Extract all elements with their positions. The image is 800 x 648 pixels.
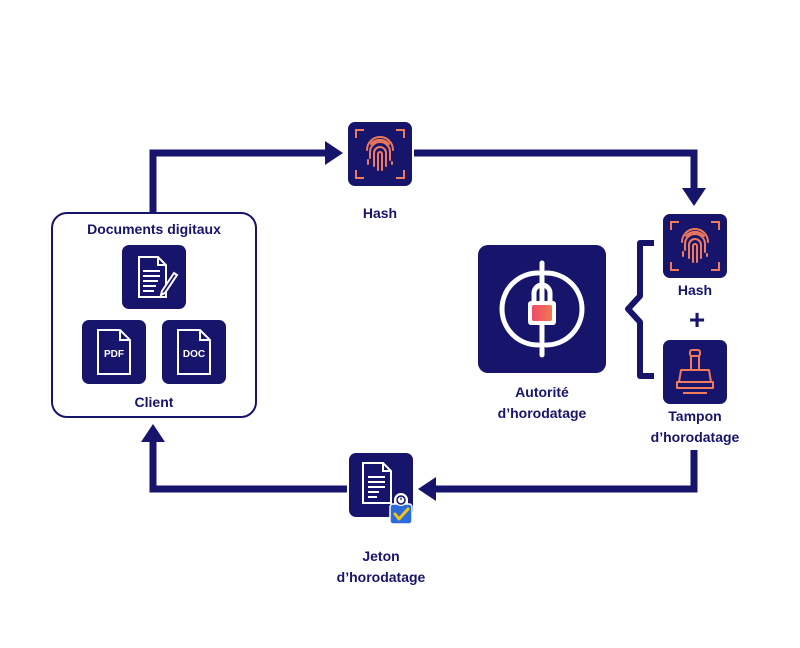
arrow-head-right [325, 141, 343, 165]
hash-top-tile [348, 122, 412, 186]
document-certified-icon [362, 462, 392, 504]
document-pen-icon [138, 256, 179, 298]
certified-badge-icon [389, 493, 413, 525]
hash-right-label: Hash [677, 282, 713, 298]
token-label-2: d’horodatage [336, 569, 426, 585]
lock-circle-icon [499, 260, 585, 358]
doc-file-icon [177, 329, 211, 375]
client-label: Client [134, 394, 174, 410]
plus-sign: + [688, 304, 706, 335]
authority-label-1: Autorité [515, 384, 569, 400]
document-tile [122, 245, 186, 309]
fingerprint-icon [670, 221, 720, 271]
token-label-1: Jeton [362, 548, 400, 564]
stamp-label-2: d’horodatage [650, 429, 740, 445]
client-box [51, 212, 257, 418]
hash-top-label: Hash [362, 205, 398, 221]
client-to-hash-line [149, 149, 325, 212]
doc-tag: DOC [182, 349, 206, 360]
stamp-to-token-line [436, 450, 698, 493]
bracket [625, 240, 654, 379]
pdf-tile: PDF [82, 320, 146, 384]
authority-label-2: d’horodatage [497, 405, 587, 421]
stamp-icon [676, 349, 714, 394]
stamp-label-1: Tampon [668, 408, 722, 424]
token-to-client-line [149, 442, 347, 493]
hash-to-right-line [414, 149, 698, 188]
authority-tile [478, 245, 606, 373]
pdf-file-icon [97, 329, 131, 375]
documents-title: Documents digitaux [87, 221, 221, 237]
hash-right-tile [663, 214, 727, 278]
arrow-head-down [682, 188, 706, 206]
arrow-head-left [418, 477, 436, 501]
fingerprint-icon [355, 129, 405, 179]
pdf-tag: PDF [104, 349, 124, 360]
doc-tile: DOC [162, 320, 226, 384]
stamp-tile [663, 340, 727, 404]
arrow-head-up [141, 424, 165, 442]
